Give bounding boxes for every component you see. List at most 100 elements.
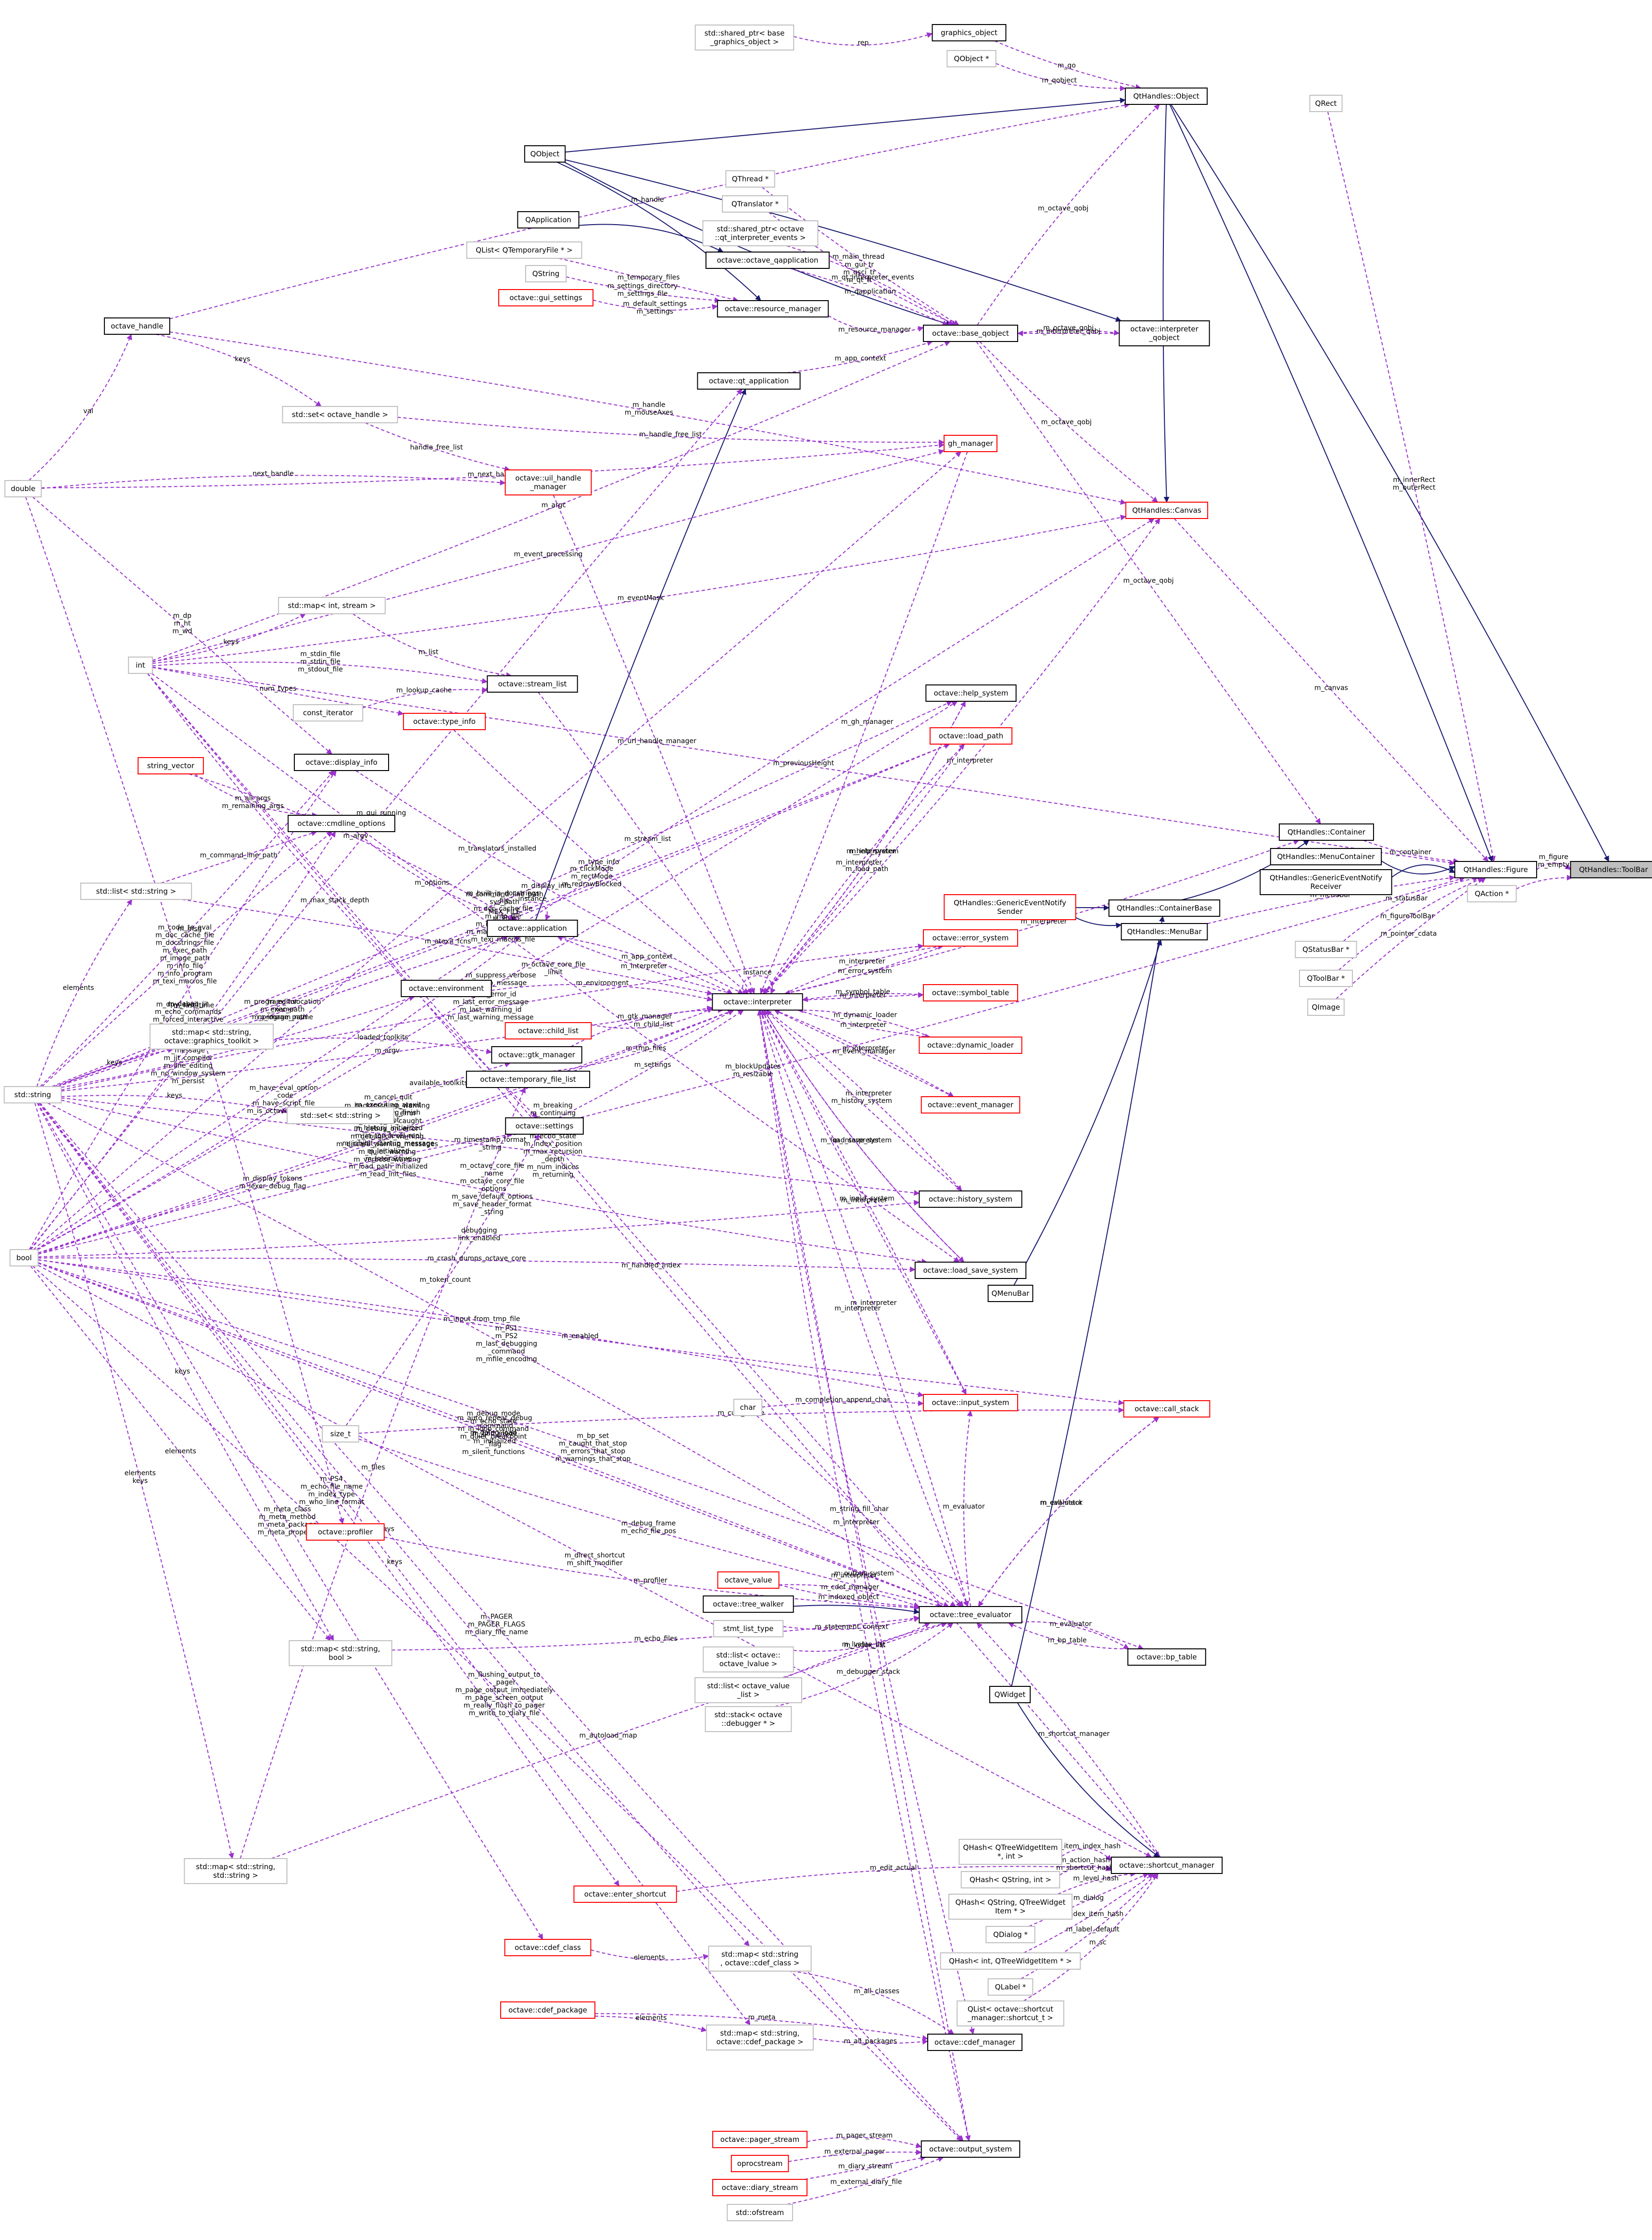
class-node-list-lvalue[interactable]: std::list< octave::octave_lvalue > bbox=[703, 1646, 794, 1672]
class-node-map-string-toolkit[interactable]: std::map< std::string, octave::graphics_… bbox=[149, 1024, 274, 1050]
class-node-qimage[interactable]: QImage bbox=[1307, 999, 1345, 1016]
class-node-cdef-manager[interactable]: octave::cdef_manager bbox=[927, 2034, 1022, 2051]
class-node-qlist-tempfile[interactable]: QList< QTemporaryFile * > bbox=[466, 241, 582, 259]
class-node-shared-ptr-events[interactable]: std::shared_ptr< octave::qt_interpreter_… bbox=[702, 220, 819, 246]
class-node-help-system[interactable]: octave::help_system bbox=[925, 684, 1017, 702]
class-node-display-info[interactable]: octave::display_info bbox=[294, 754, 389, 771]
class-node-double[interactable]: double bbox=[4, 480, 42, 497]
class-node-output-system[interactable]: octave::output_system bbox=[921, 2140, 1021, 2158]
class-node-qlist-shortcut[interactable]: QList< octave::shortcut_manager::shortcu… bbox=[957, 2000, 1064, 2026]
class-node-qmenubar[interactable]: QMenuBar bbox=[987, 1285, 1034, 1302]
class-node-base-qobject[interactable]: octave::base_qobject bbox=[923, 325, 1018, 342]
class-node-resource-manager[interactable]: octave::resource_manager bbox=[717, 300, 829, 317]
class-node-figure[interactable]: QtHandles::Figure bbox=[1454, 861, 1538, 878]
class-node-type-info[interactable]: octave::type_info bbox=[403, 713, 486, 730]
class-node-settings[interactable]: octave::settings bbox=[505, 1117, 584, 1135]
class-node-call-stack[interactable]: octave::call_stack bbox=[1123, 1400, 1211, 1417]
class-node-stack-debugger[interactable]: std::stack< octave::debugger * > bbox=[705, 1706, 792, 1732]
class-node-qrect[interactable]: QRect bbox=[1309, 95, 1343, 112]
class-node-history-system[interactable]: octave::history_system bbox=[919, 1190, 1022, 1208]
class-node-environment[interactable]: octave::environment bbox=[401, 980, 492, 997]
class-node-bool[interactable]: bool bbox=[9, 1249, 39, 1266]
class-node-object[interactable]: QtHandles::Object bbox=[1124, 88, 1208, 105]
class-node-gh-manager[interactable]: gh_manager bbox=[944, 435, 997, 452]
class-node-qhash-qstring-int[interactable]: QHash< QString, int > bbox=[960, 1871, 1060, 1888]
class-node-gui-settings[interactable]: octave::gui_settings bbox=[498, 289, 593, 306]
class-node-ofstream[interactable]: std::ofstream bbox=[727, 2204, 793, 2221]
class-node-map-string-bool[interactable]: std::map< std::string, bool > bbox=[289, 1640, 392, 1666]
class-node-uil-handle-manager[interactable]: octave::uil_handle_manager bbox=[504, 469, 592, 495]
class-node-canvas[interactable]: QtHandles::Canvas bbox=[1125, 502, 1209, 519]
class-node-interpreter-qobject[interactable]: octave::interpreter_qobject bbox=[1119, 320, 1210, 346]
class-node-qt-application[interactable]: octave::qt_application bbox=[697, 372, 801, 390]
class-node-diary-stream[interactable]: octave::diary_stream bbox=[712, 2179, 807, 2196]
class-node-string-vector[interactable]: string_vector bbox=[138, 757, 204, 774]
class-node-map-string-cdef-package[interactable]: std::map< std::string, octave::cdef_pack… bbox=[706, 2025, 814, 2050]
class-node-dynamic-loader[interactable]: octave::dynamic_loader bbox=[919, 1037, 1022, 1054]
class-node-map-int-stream[interactable]: std::map< int, stream > bbox=[278, 597, 386, 614]
class-node-size-t[interactable]: size_t bbox=[322, 1425, 359, 1443]
class-node-enter-shortcut[interactable]: octave::enter_shortcut bbox=[573, 1886, 677, 1903]
class-node-qtoolbar[interactable]: QToolBar * bbox=[1299, 970, 1353, 987]
class-node-std-string[interactable]: std::string bbox=[3, 1086, 62, 1103]
class-node-qaction[interactable]: QAction * bbox=[1467, 885, 1517, 902]
class-node-graphics-object[interactable]: graphics_object bbox=[932, 24, 1007, 41]
class-node-list-string[interactable]: std::list< std::string > bbox=[80, 883, 192, 900]
class-node-set-handle[interactable]: std::set< octave_handle > bbox=[282, 406, 398, 423]
class-node-input-system[interactable]: octave::input_system bbox=[923, 1394, 1018, 1411]
class-node-qwidget[interactable]: QWidget bbox=[989, 1686, 1031, 1703]
class-node-qtranslator[interactable]: QTranslator * bbox=[722, 195, 788, 213]
class-node-qhash-qstring-item[interactable]: QHash< QString, QTreeWidgetItem * > bbox=[948, 1894, 1073, 1920]
class-node-toolbar[interactable]: QtHandles::ToolBar bbox=[1570, 861, 1652, 878]
class-node-menubar[interactable]: QtHandles::MenuBar bbox=[1121, 923, 1208, 940]
class-node-map-string-string[interactable]: std::map< std::string, std::string > bbox=[184, 1858, 288, 1884]
class-node-application[interactable]: octave::application bbox=[487, 920, 578, 937]
class-node-containerbase[interactable]: QtHandles::ContainerBase bbox=[1108, 899, 1221, 917]
class-node-qthread[interactable]: QThread * bbox=[725, 170, 775, 188]
class-node-shared-ptr-base[interactable]: std::shared_ptr< base_graphics_object > bbox=[694, 25, 794, 51]
class-node-container[interactable]: QtHandles::Container bbox=[1279, 823, 1374, 841]
class-node-interpreter[interactable]: octave::interpreter bbox=[712, 993, 803, 1011]
class-node-event-manager[interactable]: octave::event_manager bbox=[921, 1096, 1021, 1114]
class-node-cdef-package[interactable]: octave::cdef_package bbox=[500, 2001, 595, 2019]
class-node-cmdline-options[interactable]: octave::cmdline_options bbox=[288, 815, 395, 832]
class-node-gtk-manager[interactable]: octave::gtk_manager bbox=[491, 1046, 582, 1063]
class-node-octave-qapplication[interactable]: octave::octave_qapplication bbox=[705, 252, 830, 269]
class-node-const-iterator[interactable]: const_iterator bbox=[292, 704, 364, 721]
class-node-stmt-list-type[interactable]: stmt_list_type bbox=[713, 1620, 784, 1637]
class-node-set-string[interactable]: std::set< std::string > bbox=[287, 1107, 394, 1124]
class-node-qapplication[interactable]: QApplication bbox=[517, 211, 580, 228]
class-node-char[interactable]: char bbox=[733, 1399, 763, 1416]
class-node-oprocstream[interactable]: oprocstream bbox=[731, 2155, 789, 2172]
class-node-shortcut-manager[interactable]: octave::shortcut_manager bbox=[1110, 1857, 1223, 1874]
class-node-profiler[interactable]: octave::profiler bbox=[306, 1523, 385, 1541]
class-node-pager-stream[interactable]: octave::pager_stream bbox=[712, 2131, 807, 2148]
class-node-menucontainer[interactable]: QtHandles::MenuContainer bbox=[1270, 848, 1382, 865]
class-node-qstring[interactable]: QString bbox=[525, 265, 567, 282]
class-node-load-path[interactable]: octave::load_path bbox=[929, 727, 1013, 745]
class-node-error-system[interactable]: octave::error_system bbox=[923, 929, 1018, 947]
class-node-symbol-table[interactable]: octave::symbol_table bbox=[923, 984, 1018, 1001]
class-node-qobject-ptr[interactable]: QObject * bbox=[946, 50, 996, 67]
class-node-qhash-treewidget[interactable]: QHash< QTreeWidgetItem *, int > bbox=[958, 1839, 1062, 1865]
class-node-octave-handle[interactable]: octave_handle bbox=[104, 317, 170, 335]
class-node-bp-table[interactable]: octave::bp_table bbox=[1127, 1648, 1206, 1666]
class-node-qlabel[interactable]: QLabel * bbox=[987, 1978, 1034, 1996]
class-node-tree-evaluator[interactable]: octave::tree_evaluator bbox=[919, 1606, 1022, 1623]
class-node-tree-walker[interactable]: octave::tree_walker bbox=[703, 1595, 794, 1613]
class-node-cdef-class[interactable]: octave::cdef_class bbox=[504, 1939, 592, 1956]
class-node-qstatusbar[interactable]: QStatusBar * bbox=[1295, 941, 1357, 958]
class-node-int[interactable]: int bbox=[128, 657, 153, 674]
class-node-map-string-cdef-class[interactable]: std::map< std::string, octave::cdef_clas… bbox=[708, 1946, 812, 1972]
class-node-child-list[interactable]: octave::child_list bbox=[504, 1022, 592, 1039]
class-node-qobject[interactable]: QObject bbox=[524, 145, 566, 163]
class-node-qdialog[interactable]: QDialog * bbox=[985, 1926, 1035, 1943]
class-node-list-value-list[interactable]: std::list< octave_value_list > bbox=[694, 1677, 802, 1703]
class-node-octave-value[interactable]: octave_value bbox=[717, 1571, 780, 1589]
class-node-qhash-int-item[interactable]: QHash< int, QTreeWidgetItem * > bbox=[940, 1952, 1081, 1970]
class-node-load-save-system[interactable]: octave::load_save_system bbox=[914, 1262, 1027, 1279]
class-node-temporary-file-list[interactable]: octave::temporary_file_list bbox=[466, 1071, 591, 1088]
class-node-stream-list[interactable]: octave::stream_list bbox=[487, 675, 578, 693]
